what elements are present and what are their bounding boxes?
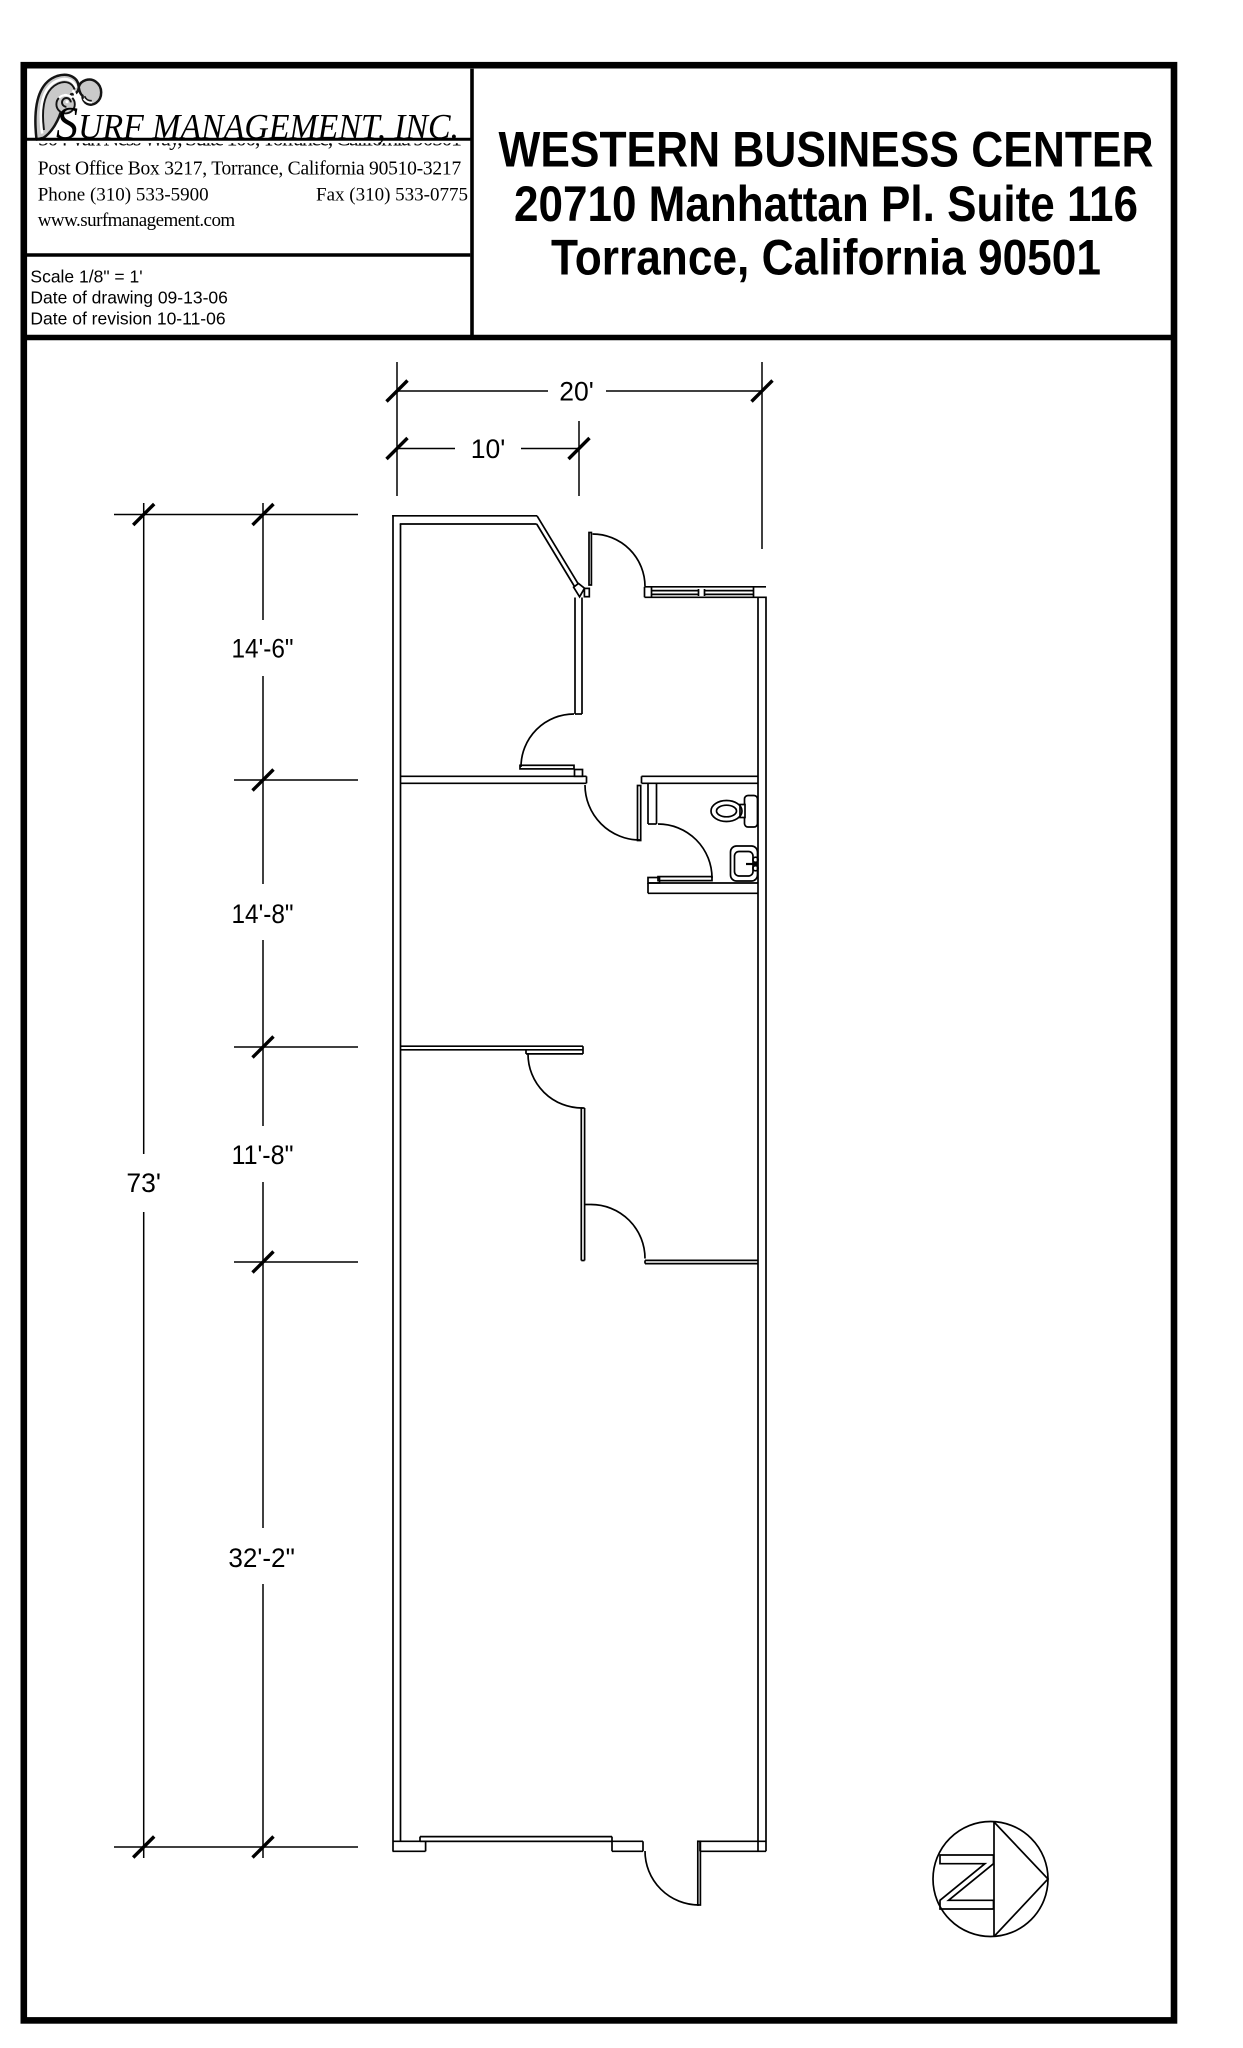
svg-text:32'-2": 32'-2" [228,1543,295,1573]
svg-text:Torrance, California 90501: Torrance, California 90501 [551,229,1101,285]
svg-text:Date of revision 10-11-06: Date of revision 10-11-06 [30,309,225,329]
svg-text:Scale 1/8" = 1': Scale 1/8" = 1' [30,267,142,287]
svg-text:www.surfmanagement.com: www.surfmanagement.com [38,210,236,231]
svg-text:73': 73' [126,1168,161,1198]
svg-text:20': 20' [559,377,594,407]
svg-text:11'-8": 11'-8" [232,1140,294,1170]
svg-text:Date of drawing 09-13-06: Date of drawing 09-13-06 [30,288,227,308]
svg-text:10': 10' [471,434,506,464]
svg-text:14'-8": 14'-8" [232,899,294,929]
svg-text:Post Office Box 3217, Torra: Post Office Box 3217, Torrance, Californ… [38,158,462,179]
svg-text:20710 Manhattan Pl. Suite 116: 20710 Manhattan Pl. Suite 116 [514,176,1138,232]
svg-text:SURF MANAGEMENT, INC.: SURF MANAGEMENT, INC. [56,98,459,150]
svg-text:Phone (310) 533-5900: Phone (310) 533-5900 [38,185,209,206]
svg-text:Fax (310) 533-0775: Fax (310) 533-0775 [316,185,468,206]
svg-text:WESTERN BUSINESS CENTER: WESTERN BUSINESS CENTER [499,121,1154,177]
svg-text:14'-6": 14'-6" [232,633,294,663]
